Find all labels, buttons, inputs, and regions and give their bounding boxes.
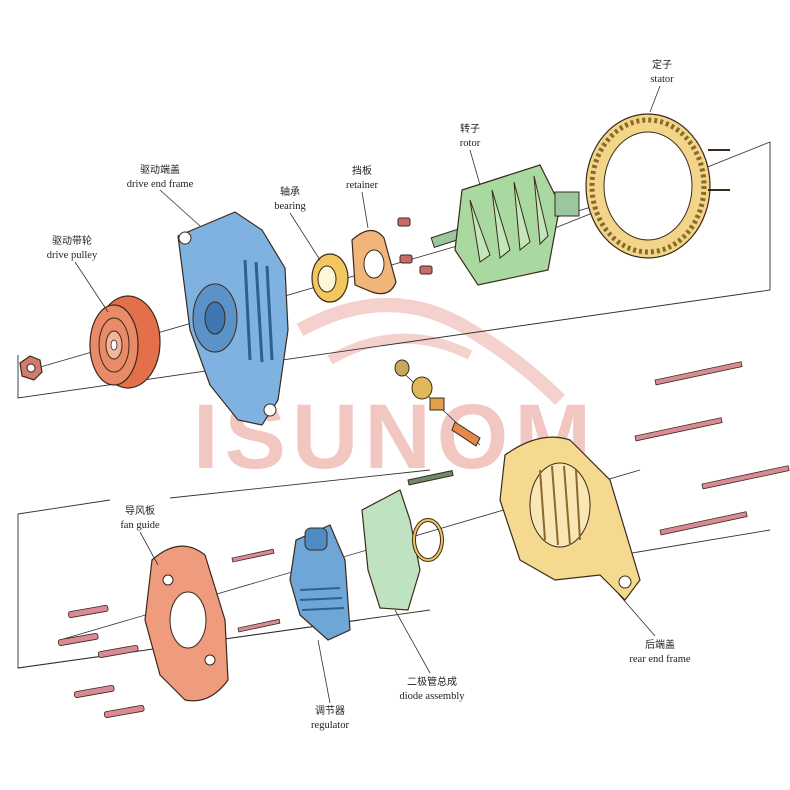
rotor xyxy=(430,164,580,286)
label-drive-pulley: 驱动带轮 drive pulley xyxy=(47,234,98,261)
label-drive-pulley-zh: 驱动带轮 xyxy=(52,234,92,247)
label-bearing-zh: 轴承 xyxy=(280,185,300,198)
retainer xyxy=(351,229,397,295)
drive-end-frame xyxy=(177,211,289,426)
label-diode-assembly-en: diode assembly xyxy=(399,691,465,702)
label-rotor-en: rotor xyxy=(460,138,481,149)
label-rear-end-frame-zh: 后端盖 xyxy=(645,638,675,651)
hex-nut xyxy=(19,355,43,381)
drive-pulley xyxy=(89,295,161,389)
label-stator-zh: 定子 xyxy=(652,58,672,71)
rear-end-frame xyxy=(499,436,641,601)
label-retainer-zh: 挡板 xyxy=(352,164,372,177)
label-regulator-en: regulator xyxy=(311,720,349,731)
through-bolts xyxy=(634,361,790,536)
fan-guide-bolts xyxy=(57,604,145,718)
label-rotor: 转子 rotor xyxy=(460,122,481,149)
label-stator-en: stator xyxy=(650,74,674,85)
label-bearing: 轴承 bearing xyxy=(274,185,306,212)
label-fan-guide-zh: 导风板 xyxy=(125,504,155,517)
label-diode-assembly: 二极管总成 diode assembly xyxy=(399,675,465,702)
retainer-screws xyxy=(397,217,433,275)
label-rotor-zh: 转子 xyxy=(460,122,480,135)
label-drive-end-frame-en: drive end frame xyxy=(127,179,194,190)
stator xyxy=(585,113,730,259)
label-regulator-zh: 调节器 xyxy=(315,705,345,717)
label-fan-guide: 导风板 fan guide xyxy=(120,504,160,531)
bearing xyxy=(311,253,349,303)
label-drive-pulley-en: drive pulley xyxy=(47,250,98,261)
label-stator: 定子 stator xyxy=(650,58,674,85)
label-rear-end-frame-en: rear end frame xyxy=(629,654,691,665)
label-drive-end-frame-zh: 驱动端盖 xyxy=(140,163,180,176)
label-diode-assembly-zh: 二极管总成 xyxy=(407,675,457,688)
label-fan-guide-en: fan guide xyxy=(120,520,160,531)
label-drive-end-frame: 驱动端盖 drive end frame xyxy=(127,163,194,190)
regulator xyxy=(289,524,351,641)
label-retainer: 挡板 retainer xyxy=(346,164,379,191)
leader-lines xyxy=(74,85,661,704)
label-rear-end-frame: 后端盖 rear end frame xyxy=(629,638,691,665)
label-regulator: 调节器 regulator xyxy=(311,705,349,731)
brush-parts xyxy=(394,359,481,447)
label-retainer-en: retainer xyxy=(346,180,379,191)
label-bearing-en: bearing xyxy=(274,201,306,212)
regulator-screws xyxy=(231,548,281,633)
fan-guide xyxy=(144,545,229,702)
diode-assembly xyxy=(361,470,454,611)
